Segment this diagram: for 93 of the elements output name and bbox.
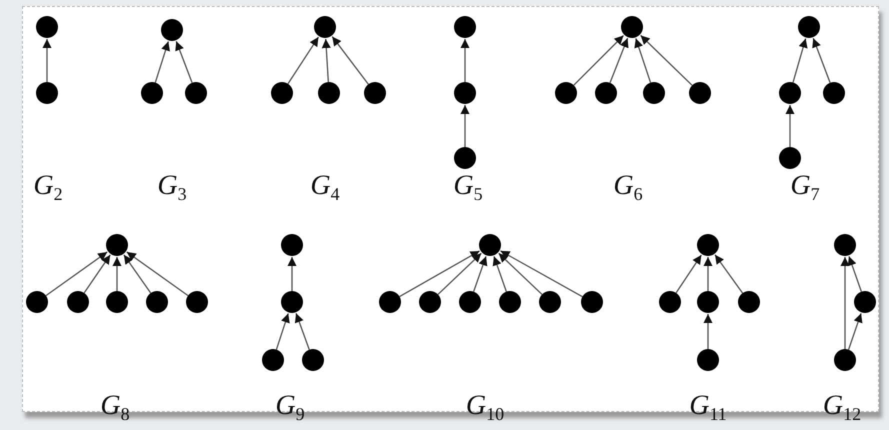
vertex-circle bbox=[106, 234, 128, 256]
vertex-circle bbox=[479, 234, 501, 256]
arrow bbox=[573, 35, 624, 86]
vertex-circle bbox=[555, 82, 577, 104]
arrow bbox=[785, 105, 795, 147]
vertex-circle bbox=[67, 291, 89, 313]
arrow bbox=[294, 313, 310, 350]
arrow bbox=[287, 36, 319, 84]
arrow bbox=[460, 39, 470, 82]
arrow bbox=[123, 254, 152, 294]
arrow bbox=[438, 252, 482, 295]
graph-label: G$_{10}$ bbox=[466, 392, 504, 423]
arrow bbox=[42, 39, 52, 82]
arrow bbox=[332, 36, 369, 85]
arrow bbox=[498, 252, 542, 295]
vertex-circle bbox=[186, 291, 208, 313]
vertex-circle bbox=[314, 16, 336, 38]
vertex-circle bbox=[419, 291, 441, 313]
arrow bbox=[46, 251, 108, 296]
vertex-circle bbox=[161, 19, 183, 41]
vertex-circle bbox=[834, 234, 856, 256]
vertex-circle bbox=[106, 291, 128, 313]
graph-label: G$_{3}$ bbox=[157, 172, 187, 203]
vertex-circle bbox=[834, 349, 856, 371]
graph-label: G$_{4}$ bbox=[310, 172, 340, 203]
arrow bbox=[848, 313, 862, 350]
arrow bbox=[792, 38, 808, 83]
graph-label: G$_{11}$ bbox=[689, 392, 727, 423]
graph-label: G$_{6}$ bbox=[613, 172, 643, 203]
vertex-circle bbox=[798, 16, 820, 38]
arrow bbox=[126, 251, 188, 296]
vertex-circle bbox=[595, 82, 617, 104]
vertex-circle bbox=[454, 16, 476, 38]
vertex-circle bbox=[364, 82, 386, 104]
vertex-circle bbox=[621, 16, 643, 38]
arrow bbox=[676, 254, 702, 294]
vertex-circle bbox=[697, 234, 719, 256]
arrow bbox=[287, 257, 297, 291]
arrow bbox=[112, 257, 122, 291]
graph-label: G$_{2}$ bbox=[33, 172, 63, 203]
vertex-circle bbox=[26, 291, 48, 313]
vertex-circle bbox=[581, 291, 603, 313]
arrow bbox=[634, 38, 652, 83]
arrow bbox=[473, 256, 488, 292]
vertex-circle bbox=[185, 82, 207, 104]
vertex-circle bbox=[738, 291, 760, 313]
vertex-circle bbox=[689, 82, 711, 104]
vertex-circle bbox=[539, 291, 561, 313]
arrow bbox=[500, 250, 583, 298]
vertex-circle bbox=[697, 291, 719, 313]
vertex-circle bbox=[459, 291, 481, 313]
arrow bbox=[492, 256, 507, 292]
graph-label: G$_{5}$ bbox=[453, 172, 483, 203]
graph-label: G$_{8}$ bbox=[100, 392, 130, 423]
vertex-circle bbox=[36, 82, 58, 104]
arrow bbox=[154, 41, 170, 83]
vertex-circle bbox=[454, 82, 476, 104]
graph-label: G$_{7}$ bbox=[790, 172, 820, 203]
vertex-circle bbox=[454, 147, 476, 169]
arrow bbox=[703, 257, 713, 291]
vertex-circle bbox=[697, 349, 719, 371]
vertex-circle bbox=[146, 291, 168, 313]
vertex-circle bbox=[141, 82, 163, 104]
arrow bbox=[84, 254, 111, 294]
arrow bbox=[840, 257, 850, 349]
vertex-circle bbox=[302, 349, 324, 371]
vertex-circle bbox=[379, 291, 401, 313]
vertex-circle bbox=[262, 349, 284, 371]
arrow bbox=[399, 250, 480, 298]
arrow bbox=[812, 38, 831, 83]
arrow bbox=[640, 34, 693, 86]
vertex-circle bbox=[318, 82, 340, 104]
vertex-circle bbox=[499, 291, 521, 313]
vertex-circle bbox=[281, 234, 303, 256]
vertex-circle bbox=[659, 291, 681, 313]
vertex-circle bbox=[271, 82, 293, 104]
vertex-circle bbox=[779, 147, 801, 169]
graph-label: G$_{12}$ bbox=[822, 392, 862, 423]
arrow bbox=[703, 314, 713, 349]
vertex-circle bbox=[643, 82, 665, 104]
graph-label: G$_{9}$ bbox=[275, 392, 305, 423]
vertex-circle bbox=[823, 82, 845, 104]
vertex-circle bbox=[36, 16, 58, 38]
vertex-circle bbox=[854, 291, 876, 313]
arrow bbox=[175, 40, 193, 83]
arrow bbox=[714, 254, 744, 294]
arrow bbox=[460, 105, 470, 147]
arrow bbox=[322, 38, 331, 82]
arrow bbox=[609, 38, 628, 83]
arrow bbox=[276, 313, 290, 350]
vertex-circle bbox=[779, 82, 801, 104]
arrow bbox=[848, 256, 862, 292]
vertex-circle bbox=[281, 291, 303, 313]
